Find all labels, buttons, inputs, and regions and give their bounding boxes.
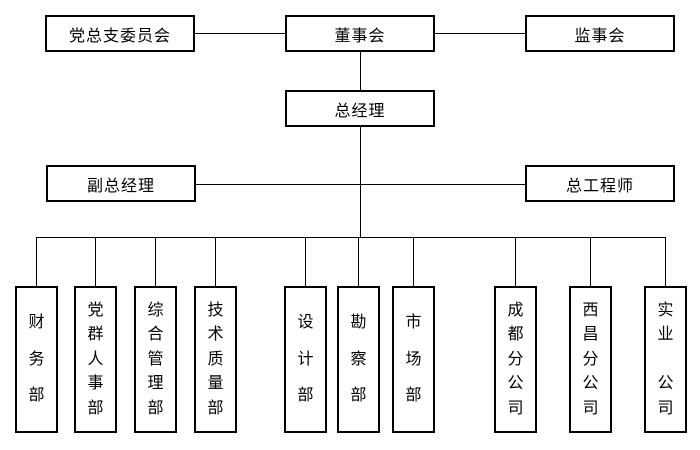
node-general-manager: 总经理 bbox=[285, 90, 435, 127]
drop-market-dept bbox=[413, 237, 414, 286]
connector-deputy-chief bbox=[196, 184, 525, 185]
node-supervisory-board: 监事会 bbox=[525, 15, 675, 52]
node-survey-dept: 勘察部 bbox=[337, 286, 380, 433]
node-deputy-general-manager: 副总经理 bbox=[46, 165, 196, 202]
node-xichang-branch: 西昌分公司 bbox=[569, 286, 612, 433]
connector-gm-bus bbox=[360, 127, 361, 237]
drop-design-dept bbox=[305, 237, 306, 286]
drop-tech-quality-dept bbox=[215, 237, 216, 286]
node-finance-dept: 财务部 bbox=[15, 286, 58, 433]
node-party-personnel-dept: 党群人事部 bbox=[74, 286, 117, 433]
drop-general-mgmt-dept bbox=[155, 237, 156, 286]
node-industrial-company: 实业 公司 bbox=[644, 286, 687, 433]
connector-board-gm bbox=[360, 52, 361, 90]
drop-industrial-company bbox=[665, 237, 666, 286]
node-market-dept: 市场部 bbox=[392, 286, 435, 433]
connector-party-board bbox=[195, 33, 285, 34]
drop-chengdu-branch bbox=[515, 237, 516, 286]
drop-xichang-branch bbox=[590, 237, 591, 286]
node-chief-engineer: 总工程师 bbox=[525, 165, 675, 202]
drop-finance-dept bbox=[36, 237, 37, 286]
node-board-of-directors: 董事会 bbox=[285, 15, 435, 52]
connector-bus-line bbox=[36, 237, 666, 238]
node-design-dept: 设计部 bbox=[284, 286, 327, 433]
node-general-mgmt-dept: 综合管理部 bbox=[134, 286, 177, 433]
node-tech-quality-dept: 技术质量部 bbox=[194, 286, 237, 433]
node-chengdu-branch: 成都分公司 bbox=[494, 286, 537, 433]
node-party-committee: 党总支委员会 bbox=[45, 15, 195, 52]
drop-party-personnel-dept bbox=[95, 237, 96, 286]
connector-board-supervisory bbox=[435, 33, 525, 34]
drop-survey-dept bbox=[358, 237, 359, 286]
